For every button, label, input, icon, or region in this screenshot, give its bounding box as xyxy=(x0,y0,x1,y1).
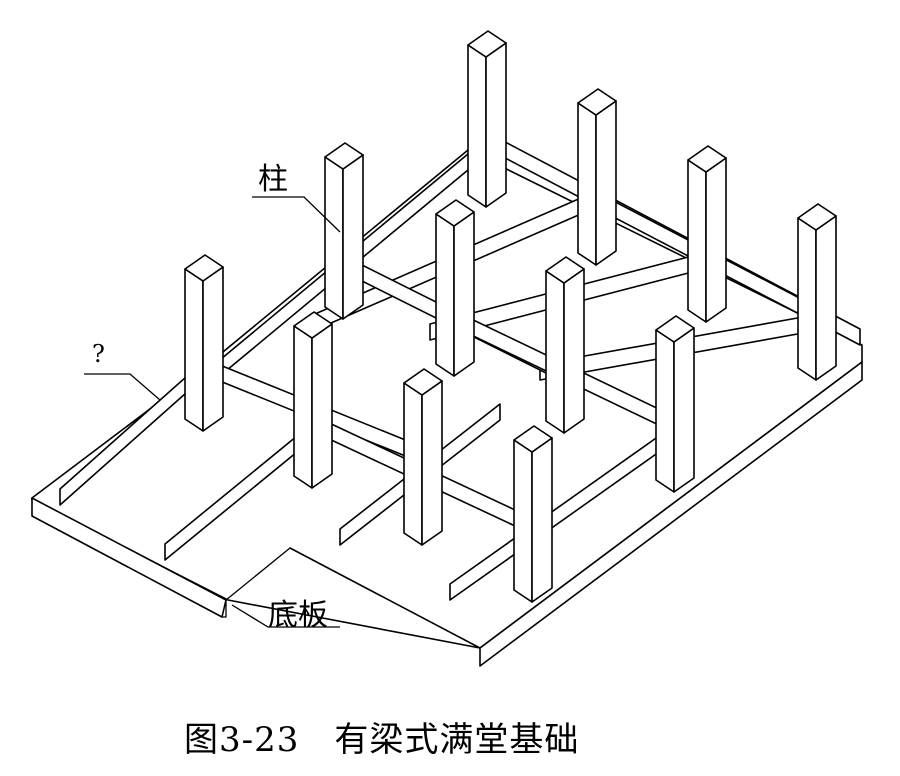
column-3-side-face xyxy=(705,157,727,323)
column-11-side-face xyxy=(421,380,443,546)
column-6-top-face xyxy=(435,199,475,227)
base-slab-front-edge-right xyxy=(289,361,863,667)
column-2-side-face xyxy=(595,100,617,266)
column-3 xyxy=(687,145,727,323)
column-3-top-face xyxy=(687,145,727,173)
column-7-side-face xyxy=(563,268,585,434)
column-4 xyxy=(797,203,837,381)
column-12-front-face xyxy=(513,439,533,603)
column-4-side-face xyxy=(815,215,837,381)
column-12-side-face xyxy=(531,437,553,603)
column-6-side-face xyxy=(453,211,475,377)
column-2-front-face xyxy=(577,102,597,266)
column-9 xyxy=(184,254,224,432)
base-slab-notch xyxy=(222,600,227,618)
column-10-front-face xyxy=(293,325,313,489)
column-3-front-face xyxy=(687,159,707,323)
column-4-top-face xyxy=(797,203,837,231)
columns xyxy=(184,30,837,603)
column-8-top-face xyxy=(655,315,695,343)
base-slab-leader xyxy=(231,604,340,628)
leader-lines xyxy=(84,196,341,628)
column-11-top-face xyxy=(403,368,443,396)
column-11 xyxy=(403,368,443,546)
column-7-front-face xyxy=(545,270,565,434)
column-7 xyxy=(545,256,585,434)
column-8 xyxy=(655,315,695,493)
base-slab-label: 底板 xyxy=(268,598,328,633)
column-7-top-face xyxy=(545,256,585,284)
column-9-front-face xyxy=(184,268,204,432)
column-10-side-face xyxy=(311,323,333,489)
column-2-top-face xyxy=(577,88,617,116)
column-1-side-face xyxy=(485,42,507,208)
column-12 xyxy=(513,425,553,603)
column-5 xyxy=(324,142,364,320)
unknown-leader xyxy=(84,373,161,401)
column-5-top-face xyxy=(324,142,364,170)
column-6-front-face xyxy=(435,213,455,377)
column-8-front-face xyxy=(655,329,675,493)
figure-caption: 图3-23 有梁式满堂基础 xyxy=(184,720,580,760)
column-11-front-face xyxy=(403,382,423,546)
column-5-side-face xyxy=(342,154,364,320)
column-10 xyxy=(293,311,333,489)
column-9-top-face xyxy=(184,254,224,282)
column-10-top-face xyxy=(293,311,333,339)
column-9-side-face xyxy=(202,266,224,432)
column-8-side-face xyxy=(673,327,695,493)
unknown-label: ? xyxy=(92,340,105,368)
column-label: 柱 xyxy=(258,162,288,197)
base-slab-step xyxy=(225,547,291,601)
column-1-front-face xyxy=(467,44,487,208)
column-2 xyxy=(577,88,617,266)
column-6 xyxy=(435,199,475,377)
column-leader xyxy=(252,196,341,233)
column-1-top-face xyxy=(467,30,507,58)
column-12-top-face xyxy=(513,425,553,453)
column-4-front-face xyxy=(797,217,817,381)
column-1 xyxy=(467,30,507,208)
column-5-front-face xyxy=(324,156,344,320)
